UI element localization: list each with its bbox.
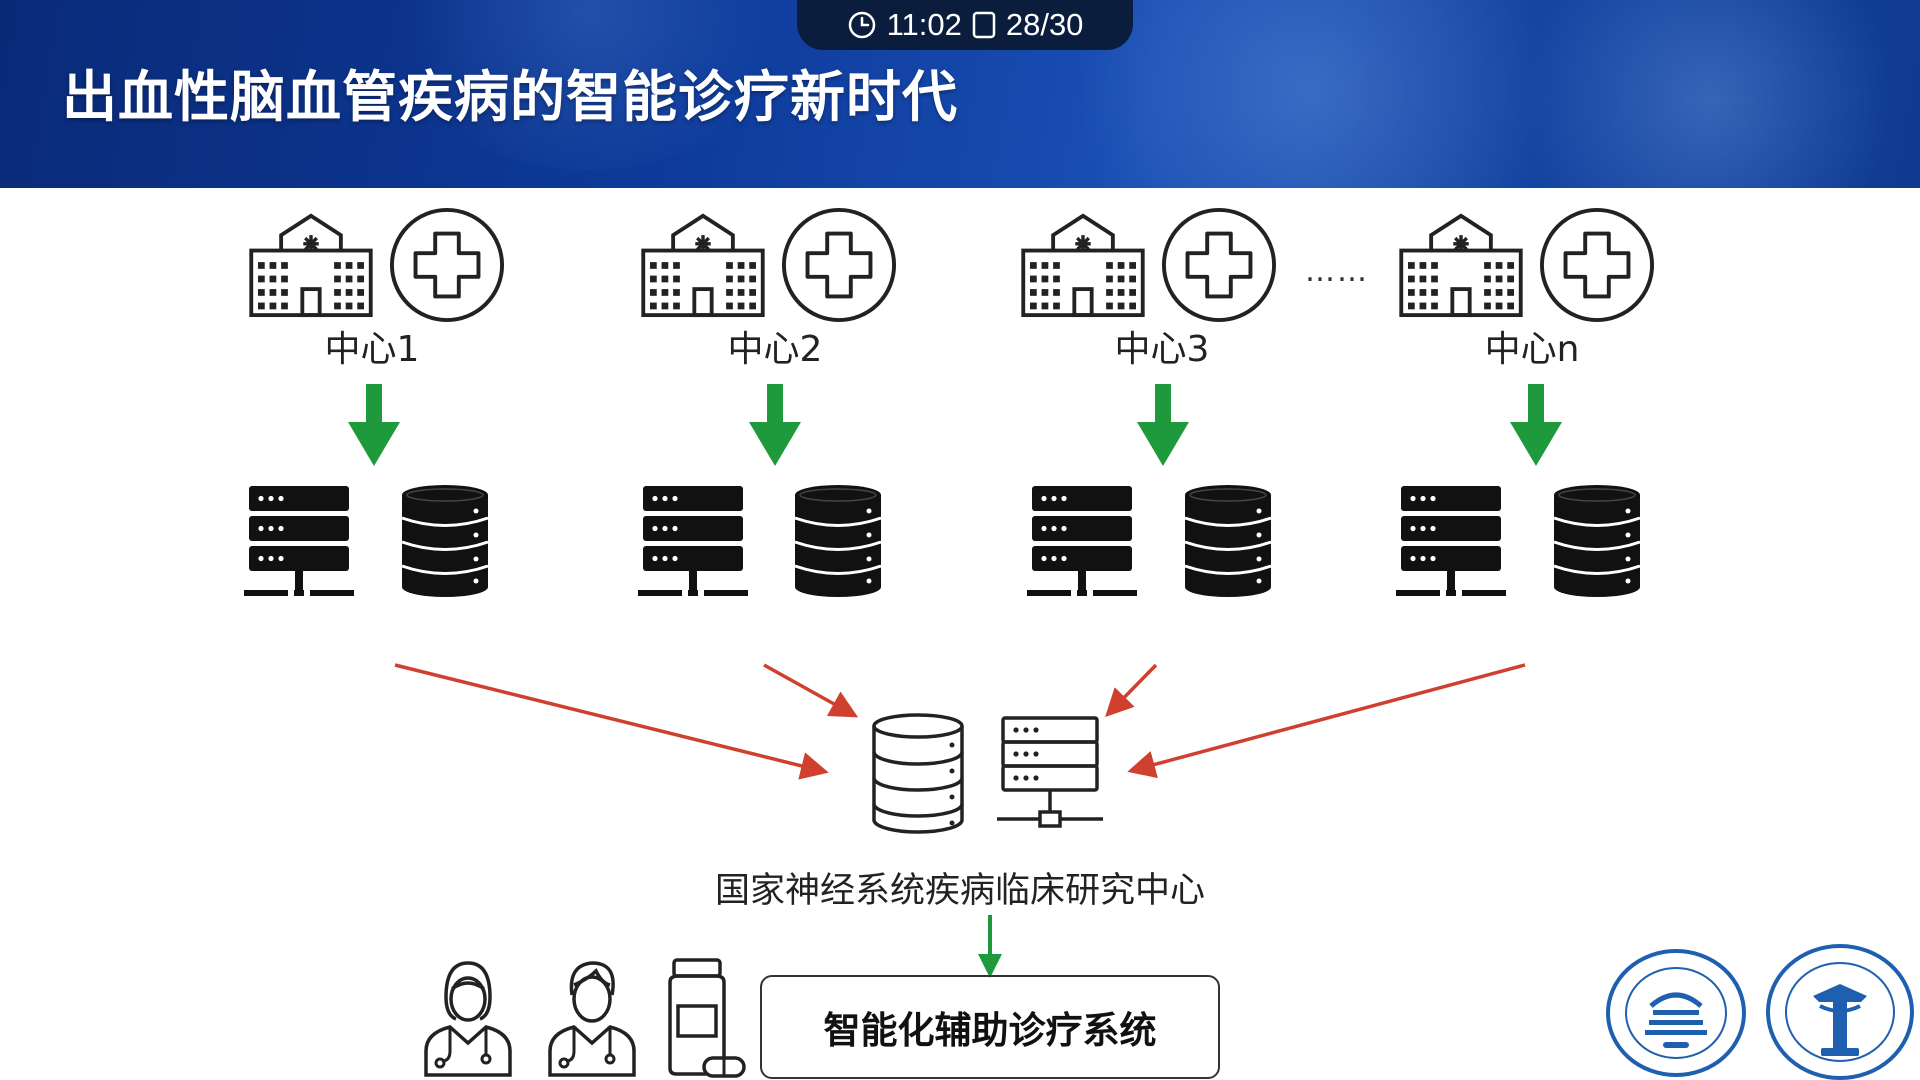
medicine-bottle-icon <box>668 958 746 1078</box>
server-icon <box>995 715 1105 835</box>
doctor-icon <box>424 961 512 1077</box>
ellipsis: …… <box>1305 254 1369 289</box>
database-icon <box>870 712 966 836</box>
status-time: 11:02 <box>886 7 962 42</box>
slide-title: 出血性脑血管疾病的智能诊疗新时代 <box>62 65 959 129</box>
page-icon <box>972 11 996 39</box>
center-label-1: 中心1 <box>324 329 420 370</box>
system-box: 智能化辅助诊疗系统 <box>760 975 1220 1079</box>
center-label-n: 中心n <box>1484 329 1580 370</box>
logo-seal <box>1606 949 1746 1077</box>
national-center-label: 国家神经系统疾病临床研究中心 <box>715 871 1206 911</box>
logo-seal <box>1766 944 1914 1080</box>
center-label-3: 中心3 <box>1114 329 1210 370</box>
clock-icon <box>848 11 875 39</box>
status-page: 28/30 <box>1005 7 1084 42</box>
status-pill: 11:02 28/30 <box>797 0 1133 50</box>
doctor-icon <box>548 961 636 1077</box>
center-label-2: 中心2 <box>727 329 823 370</box>
